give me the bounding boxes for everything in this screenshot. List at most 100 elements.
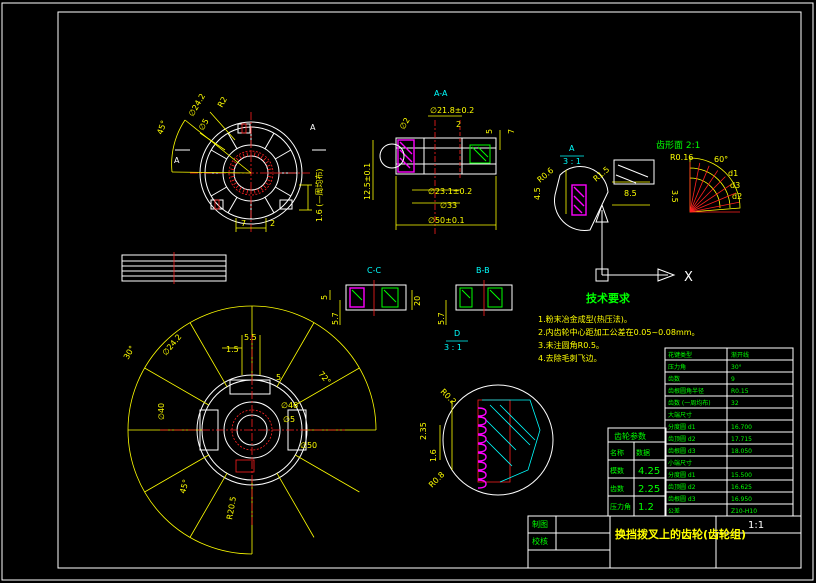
tooth-loop (477, 461, 487, 471)
tooth-ray-line (689, 165, 710, 213)
spline-table-value: 32 (731, 400, 739, 407)
tooth-ray-line (689, 201, 740, 213)
inner-tooth-line (235, 184, 240, 189)
dim-ray-line (144, 367, 209, 406)
dim-4-5-a: 4.5 (533, 187, 542, 200)
spline-table-value: Z10-H10 (731, 508, 757, 515)
gear-params-row1-label: 名称 (610, 448, 624, 457)
spline-table-value: 渐开线 (731, 351, 749, 359)
spline-table-value: 30° (731, 364, 742, 371)
dim-1-6-d: 1.6 (429, 449, 438, 462)
dim-d5-bl: ∅5 (283, 415, 295, 424)
dim-8-5: 8.5 (624, 189, 637, 198)
dim-ray-line (295, 454, 360, 493)
spline-table-value: 16.625 (731, 484, 752, 491)
inner-tooth-line (246, 189, 249, 194)
spoke-line (264, 196, 275, 214)
inner-border (57, 11, 802, 569)
spline-table-value: 17.715 (731, 436, 752, 443)
inner-tooth-line (239, 155, 242, 160)
dim-3-5-tp: 3.5 (670, 190, 679, 203)
tech-req-title: 技术要求 (586, 291, 631, 305)
dim-d1-tp: d1 (728, 169, 738, 178)
dim-d2-tp: d2 (732, 192, 742, 201)
dim-r0-8: R0.8 (427, 470, 446, 489)
inner-tooth-line (267, 168, 272, 171)
title-block-design-label: 制图 (532, 519, 548, 529)
dim-r0-6: R0.6 (536, 166, 556, 185)
spline-table-label: 齿顶圆 d2 (668, 483, 696, 491)
dim-d3-tp: d3 (730, 181, 740, 190)
tooth-loop (477, 479, 487, 489)
tooth-loop (477, 425, 487, 435)
inner-tooth-line (257, 153, 260, 158)
tech-req-item-1: 1.粉末冶金成型(热压法)。 (538, 314, 632, 324)
dim-23-1: ∅23.1±0.2 (428, 187, 472, 196)
inner-tooth-line (264, 161, 269, 164)
tooth-loop (477, 470, 487, 480)
dim-5-7-bb: 5.7 (437, 312, 446, 325)
dim-r1-5: R1.5 (592, 165, 612, 184)
section-bb-label: B-B (476, 266, 490, 275)
spline-table-label: 齿数 (668, 375, 680, 383)
spline-table-value: 15.500 (731, 472, 752, 479)
title-block-part-name: 换挡拨叉上的齿轮(齿轮组) (615, 527, 746, 541)
dim-d5-tl: ∅5 (197, 117, 211, 132)
detail-a-label: A (569, 144, 575, 153)
inner-tooth-line (230, 168, 235, 171)
gear-params-row3-label: 齿数 (610, 484, 624, 493)
spline-table-label: 齿数 (一周均布) (668, 399, 711, 407)
section-bb-view (445, 280, 513, 325)
detail-d-view (439, 384, 554, 496)
tooth-loop (477, 443, 487, 453)
inner-tooth-line (246, 152, 249, 157)
inner-tooth-line (253, 152, 256, 157)
dim-ray-line (276, 473, 315, 538)
dim-45-bl: 45° (178, 478, 190, 494)
dim-5-cc: 5 (320, 295, 329, 300)
tooth-loop (477, 407, 487, 417)
gear-params-row1-value: 数据 (636, 448, 650, 457)
spoke-line (227, 196, 238, 214)
tooth-ray-line (689, 192, 737, 213)
dim-7-tl: 7 (241, 219, 246, 228)
dim-d40-bl: ∅40 (157, 403, 166, 420)
dim-d24-bl: ∅24.2 (161, 333, 184, 358)
inner-tooth-line (235, 157, 240, 162)
bottom-left-face-view (127, 305, 377, 555)
gear-params-header: 齿轮参数 (614, 431, 646, 441)
section-aa-label: A-A (434, 89, 448, 98)
tooth-ray-line (689, 176, 726, 213)
axis-x-label: X (684, 270, 693, 285)
dim-60: 60° (714, 155, 728, 164)
tooth-loop (477, 434, 487, 444)
dim-d46: ∅46 (281, 401, 298, 410)
tooth-loop (477, 416, 487, 426)
inner-tooth-line (239, 186, 242, 191)
inner-tooth-line (266, 179, 271, 182)
dim-r0-2: R0.2 (439, 387, 458, 406)
hatch-block (121, 252, 227, 284)
inner-tooth-line (231, 164, 236, 167)
dim-ray-line (189, 322, 228, 387)
gear-params-row4-label: 压力角 (610, 502, 631, 511)
section-aa-view (372, 115, 501, 235)
spline-table-label: 小端尺寸 (668, 459, 692, 467)
dim-r20-5: R20.5 (225, 496, 238, 521)
spoke-line (264, 132, 275, 150)
tech-req-item-2: 2.内齿轮中心距加工公差在0.05~0.08mm。 (538, 327, 700, 337)
spoke-line (210, 149, 228, 160)
tech-req-item-4: 4.去除毛刺飞边。 (538, 353, 602, 363)
inner-tooth-line (231, 179, 236, 182)
dim-2-aa: 2 (456, 120, 461, 129)
tooth-profile-label: 齿形面 2:1 (656, 139, 700, 151)
spline-table-label: 齿根圆 d3 (668, 495, 696, 503)
dim-5-7-cc: 5.7 (331, 312, 340, 325)
dim-d24-tl: ∅24.2 (187, 92, 207, 118)
spoke-line (274, 186, 292, 197)
dim-5-5: 5.5 (244, 333, 257, 342)
spline-table-label: 分度圆 d1 (668, 471, 696, 479)
detail-d-label: D (454, 329, 460, 338)
spoke-line (227, 132, 238, 150)
